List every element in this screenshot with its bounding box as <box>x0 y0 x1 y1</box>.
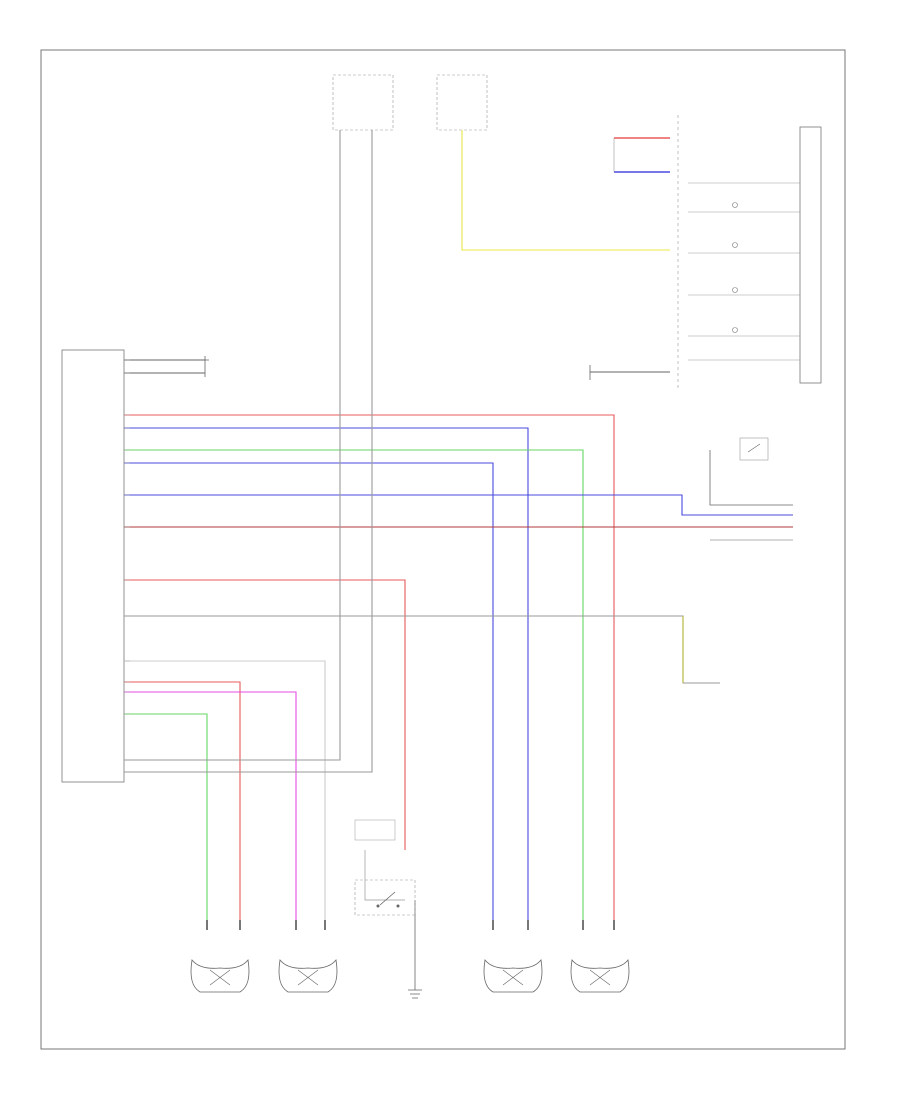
cluster-connector <box>613 137 670 173</box>
warning-lamp-icon <box>732 202 738 333</box>
ground-3 <box>408 989 422 999</box>
fuse-box-top-right <box>436 74 488 131</box>
sensor-coil-icon <box>297 969 319 986</box>
switch-icon <box>379 891 396 906</box>
sensor-coil-icon <box>502 969 524 986</box>
abs-module <box>61 349 125 783</box>
diagram-frame <box>40 49 846 1050</box>
sensor-connectors <box>206 920 615 930</box>
wires <box>124 130 793 990</box>
sensor-lr <box>570 959 630 993</box>
ground-icon <box>408 989 422 999</box>
module-pins <box>124 359 130 773</box>
sensor-coil-icon <box>589 969 611 986</box>
sensor-rf <box>278 959 338 993</box>
ground-1 <box>201 356 209 377</box>
ground-icon <box>201 356 209 377</box>
stop-lamp-switch <box>354 819 416 916</box>
switch-icon <box>747 443 761 453</box>
brake-fluid-switch <box>739 437 769 461</box>
fuse-box-top-left <box>332 74 394 131</box>
sensor-rr <box>483 959 543 993</box>
sensor-lf <box>190 959 250 993</box>
sensor-coil-icon <box>209 969 231 986</box>
instrument-cluster <box>677 115 822 390</box>
